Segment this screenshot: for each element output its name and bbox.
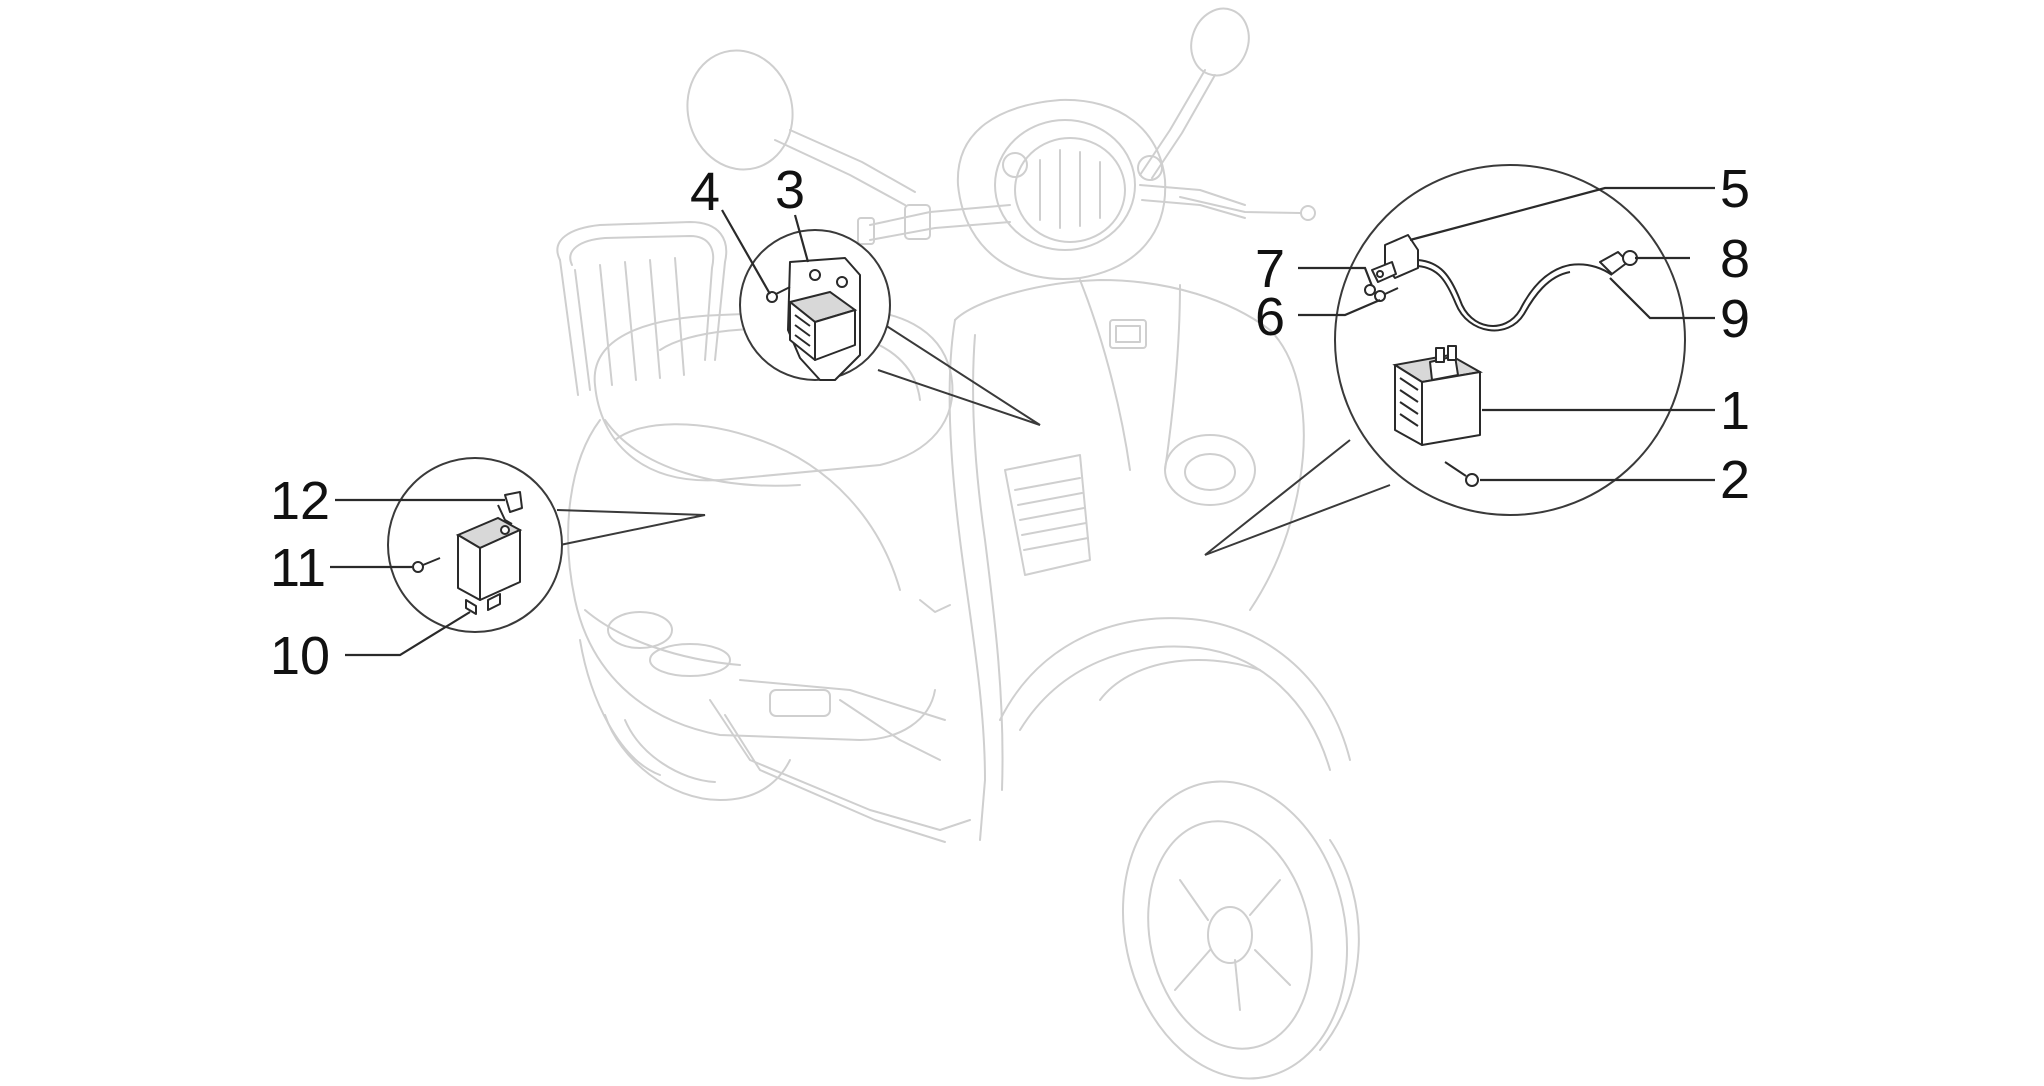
part-number-7: 7: [1255, 239, 1285, 299]
part-number-4: 4: [690, 162, 720, 222]
screw-11: [412, 557, 441, 573]
relay-module: [455, 516, 523, 615]
leader-4: [721, 209, 771, 295]
part-number-11: 11: [270, 538, 326, 598]
pickup-5: [1371, 234, 1419, 283]
screw-4: [766, 286, 791, 303]
leader-10: [345, 611, 471, 657]
washer-7: [1364, 284, 1376, 296]
screw-2: [1444, 461, 1479, 487]
left-mirror: [686, 49, 916, 206]
part-number-9: 9: [1720, 289, 1750, 349]
leader-6: [1298, 298, 1381, 317]
screw-6: [1374, 287, 1399, 302]
part-number-6: 6: [1255, 287, 1285, 347]
floorboard: [709, 679, 971, 843]
rear-wheel: [604, 714, 791, 801]
rear-body: [567, 419, 936, 776]
scooter-outline: [556, 7, 1360, 1080]
callout-relay: [387, 457, 706, 633]
handlebar: [857, 184, 1316, 245]
connector-8: [1599, 250, 1638, 275]
leader-7: [1298, 266, 1374, 287]
part-number-5: 5: [1720, 159, 1750, 219]
rear-rack: [556, 221, 728, 396]
part-number-10: 10: [270, 626, 330, 686]
front-fender: [999, 617, 1351, 771]
front-wheel: [1121, 780, 1360, 1080]
part-number-12: 12: [270, 471, 330, 531]
regulator-1: [1392, 345, 1483, 446]
part-number-2: 2: [1720, 450, 1750, 510]
cable-9: [1417, 259, 1613, 332]
leader-3: [793, 214, 810, 263]
leader-5: [1409, 186, 1715, 242]
part-number-8: 8: [1720, 229, 1750, 289]
callout-ecu: [739, 229, 1041, 426]
leader-9: [1609, 277, 1715, 320]
headset: [956, 98, 1167, 280]
bracket-12: [497, 491, 523, 535]
leg-shield: [919, 279, 1305, 841]
ecu-module: [787, 290, 858, 361]
part-labels: 4 3 5 8 7 9 6 1 2 12 11 10: [270, 159, 1750, 686]
part-number-3: 3: [775, 160, 805, 220]
leader-lines: [330, 186, 1715, 657]
part-number-1: 1: [1720, 381, 1750, 441]
